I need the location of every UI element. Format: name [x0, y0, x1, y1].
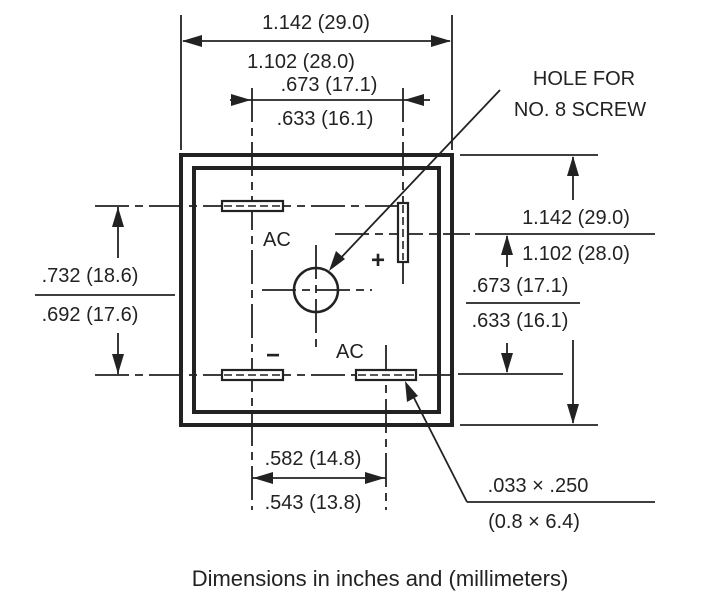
pin-ac-top	[220, 199, 285, 213]
right-inner-dimension	[458, 235, 580, 375]
bottom-dim-max: .582 (14.8)	[265, 448, 362, 470]
left-dimension	[35, 207, 175, 374]
right-dim-min: 1.102 (28.0)	[522, 243, 630, 265]
package-inner-outline	[192, 166, 441, 414]
mounting-hole	[292, 266, 340, 314]
top-inner-dim-min: .633 (16.1)	[277, 108, 374, 130]
center-lines	[95, 88, 470, 510]
bottom-dim-min: .543 (13.8)	[265, 492, 362, 514]
pin-plus	[396, 201, 410, 264]
pin-label-minus: −	[266, 342, 280, 369]
left-dim-min: .692 (17.6)	[42, 304, 139, 326]
pin-label-plus: +	[371, 247, 385, 274]
caption: Dimensions in inches and (millimeters)	[192, 566, 569, 591]
package-outer-outline	[179, 153, 454, 427]
top-dim-max: 1.142 (29.0)	[262, 12, 370, 34]
pin-label-ac-bottom: AC	[336, 341, 364, 363]
right-dim-max: 1.142 (29.0)	[522, 207, 630, 229]
right-inner-dim-max: .673 (17.1)	[472, 275, 569, 297]
pin-minus	[220, 368, 285, 382]
top-dimension	[180, 15, 453, 150]
pin-note-line1: .033 × .250	[488, 475, 589, 497]
right-dimension	[460, 154, 655, 426]
pin-note-line2: (0.8 × 6.4)	[488, 511, 580, 533]
hole-callout-leader	[329, 89, 501, 271]
pin-ac-bottom	[354, 368, 418, 382]
bottom-dimension	[252, 472, 386, 484]
top-inner-dimension	[230, 94, 430, 106]
top-dim-min: 1.102 (28.0)	[247, 51, 355, 73]
top-inner-dim-max: .673 (17.1)	[281, 74, 378, 96]
pin-label-ac-top: AC	[263, 229, 291, 251]
right-inner-dim-min: .633 (16.1)	[472, 310, 569, 332]
hole-note-line2: NO. 8 SCREW	[514, 99, 646, 121]
left-dim-max: .732 (18.6)	[42, 265, 139, 287]
pin-callout-leader	[405, 381, 655, 503]
hole-note-line1: HOLE FOR	[533, 68, 635, 90]
